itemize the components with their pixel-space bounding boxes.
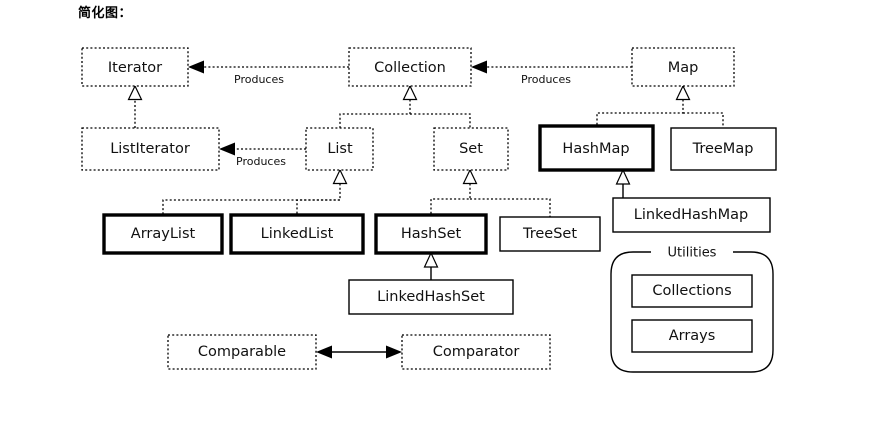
node-hashset[interactable]: HashSet: [374, 213, 488, 255]
group-utilities: Utilities Collections Arrays: [610, 246, 774, 373]
node-label-treemap: TreeMap: [692, 141, 754, 157]
node-label-hashset: HashSet: [401, 226, 462, 242]
node-treeset[interactable]: TreeSet: [499, 216, 601, 252]
node-label-linkedhashmap: LinkedHashMap: [634, 207, 748, 223]
node-label-list: List: [327, 141, 353, 157]
node-label-collections: Collections: [652, 283, 731, 299]
edge-label-layer: Produces Produces Produces: [234, 73, 571, 168]
edge-linkedhashset-extends-hashset: [423, 251, 439, 280]
node-label-collection: Collection: [374, 60, 446, 76]
node-label-comparable: Comparable: [198, 344, 286, 360]
edge-listiterator-extends-iterator: [127, 84, 143, 128]
group-label-utilities: Utilities: [668, 246, 717, 261]
node-label-comparator: Comparator: [433, 344, 520, 360]
node-label-treeset: TreeSet: [522, 226, 577, 242]
edge-label-produces-2: Produces: [521, 73, 571, 86]
node-list[interactable]: List: [305, 127, 374, 171]
node-listiterator[interactable]: ListIterator: [81, 127, 220, 171]
node-label-listiterator: ListIterator: [110, 141, 190, 157]
edge-comparable-comparator: [316, 345, 402, 359]
node-arraylist[interactable]: ArrayList: [102, 213, 224, 255]
edge-collection-produces-iterator: [188, 60, 349, 74]
node-label-hashmap: HashMap: [562, 141, 629, 157]
page-title: 简化图：: [78, 6, 133, 21]
node-map[interactable]: Map: [631, 47, 735, 87]
node-label-arrays: Arrays: [669, 328, 716, 344]
edge-list-produces-listiterator: [219, 142, 306, 156]
node-hashmap[interactable]: HashMap: [538, 124, 655, 172]
edge-layer: Iterator (dotted, filled arrowhead point…: [127, 60, 724, 359]
node-arrays[interactable]: Arrays: [631, 319, 753, 353]
node-treemap[interactable]: TreeMap: [670, 127, 777, 171]
node-layer: Iterator Collection Map ListIterator Lis…: [81, 47, 777, 370]
edge-arraylist-linkedlist-implements-list: [162, 168, 348, 215]
node-label-set: Set: [459, 141, 483, 157]
node-comparable[interactable]: Comparable: [167, 334, 317, 370]
node-comparator[interactable]: Comparator: [401, 334, 551, 370]
edge-label-produces-1: Produces: [234, 73, 284, 86]
node-collections[interactable]: Collections: [631, 274, 753, 308]
node-set[interactable]: Set: [433, 127, 509, 171]
edge-linkedhashmap-extends-hashmap: [615, 168, 631, 198]
node-label-iterator: Iterator: [108, 60, 162, 76]
edge-label-produces-3: Produces: [236, 155, 286, 168]
node-label-linkedhashset: LinkedHashSet: [377, 289, 485, 305]
node-linkedhashmap[interactable]: LinkedHashMap: [612, 197, 771, 233]
node-collection[interactable]: Collection: [348, 47, 472, 87]
node-label-arraylist: ArrayList: [131, 226, 196, 242]
edge-hashmap-treemap-implements-map: [596, 84, 724, 128]
node-label-linkedlist: LinkedList: [261, 226, 334, 242]
node-iterator[interactable]: Iterator: [81, 47, 189, 87]
edge-list-set-extends-collection: [339, 84, 471, 128]
node-linkedlist[interactable]: LinkedList: [229, 213, 365, 255]
node-linkedhashset[interactable]: LinkedHashSet: [348, 279, 514, 315]
node-label-map: Map: [668, 60, 699, 76]
edge-hashset-treeset-implements-set: [430, 168, 551, 217]
edge-map-produces-collection: [471, 60, 632, 74]
